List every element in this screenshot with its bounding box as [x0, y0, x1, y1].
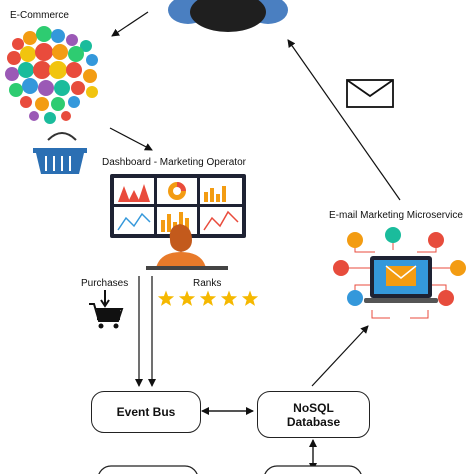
bulb-dot [86, 54, 98, 66]
bulb-dot [51, 29, 65, 43]
bulb-dot [71, 81, 85, 95]
nosql-label-line2: Database [286, 414, 341, 429]
arrow-email-service-to-users [287, 39, 401, 201]
ranks-stars [157, 290, 259, 306]
bulb-dot [35, 43, 53, 61]
arrow-ecommerce-to-dashboard [109, 127, 153, 151]
bulb-dot [5, 67, 19, 81]
bulb-dot [83, 69, 97, 83]
bulb-dot [38, 80, 54, 96]
email-service-label: E-mail Marketing Microservice [329, 210, 463, 221]
nosql-database-node: NoSQL Database [257, 391, 370, 438]
users-group-icon [168, 0, 288, 32]
purchases-label: Purchases [81, 278, 129, 289]
laptop-email-icon [333, 227, 466, 319]
bulb-dot [80, 40, 92, 52]
arrow-users-to-ecommerce [111, 11, 149, 37]
star-icon [157, 290, 175, 306]
event-bus-label: Event Bus [116, 405, 176, 419]
arrow-nosql-to-email-service [311, 325, 369, 387]
bulb-dot [52, 44, 68, 60]
bulb-dot [12, 38, 24, 50]
bulb-dot [66, 62, 82, 78]
bulb-icon [5, 26, 98, 124]
star-icon [241, 290, 259, 306]
bottom-box-left [98, 465, 198, 474]
bulb-dot [51, 97, 65, 111]
bulb-dot [66, 34, 78, 46]
bulb-dot [23, 31, 37, 45]
bulb-dot [68, 96, 80, 108]
star-icon [178, 290, 196, 306]
operator-person-icon [146, 224, 228, 270]
bulb-dot [7, 51, 21, 65]
bulb-dot [54, 80, 70, 96]
bulb-dot [36, 26, 52, 42]
bulb-dot [61, 111, 71, 121]
ecommerce-label: E-Commerce [10, 10, 69, 21]
shopping-cart-icon [89, 290, 124, 329]
shopping-basket-icon [33, 132, 87, 174]
bulb-dot [68, 46, 84, 62]
star-icon [220, 290, 238, 306]
dashboard-label: Dashboard - Marketing Operator [102, 157, 246, 168]
nosql-label-line1: NoSQL [293, 400, 334, 415]
event-bus-node: Event Bus [91, 391, 201, 433]
bulb-dot [22, 78, 38, 94]
bulb-dot [33, 61, 51, 79]
ranks-label: Ranks [193, 278, 222, 289]
bulb-dot [29, 111, 39, 121]
bulb-dot [35, 97, 49, 111]
bulb-dot [49, 61, 67, 79]
bulb-dot [44, 112, 56, 124]
bottom-box-right [264, 465, 362, 474]
bulb-dot [86, 86, 98, 98]
bulb-dot [20, 96, 32, 108]
bulb-dot [18, 62, 34, 78]
envelope-icon [346, 79, 394, 108]
star-icon [199, 290, 217, 306]
flow-arrows [109, 11, 401, 471]
bulb-dot [9, 83, 23, 97]
bulb-dot [20, 46, 36, 62]
